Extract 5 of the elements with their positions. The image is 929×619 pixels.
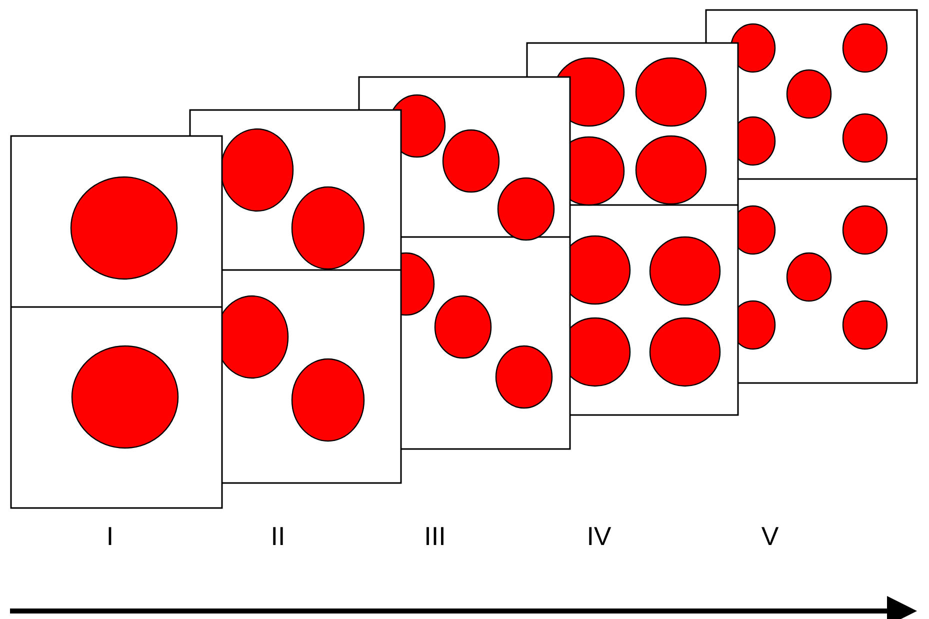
stage-numeral: I xyxy=(106,521,114,551)
stage-numeral: II xyxy=(270,521,286,551)
stage-numeral: V xyxy=(761,521,779,551)
stage-numeral: IV xyxy=(586,521,612,551)
stage-numeral: III xyxy=(424,521,446,551)
